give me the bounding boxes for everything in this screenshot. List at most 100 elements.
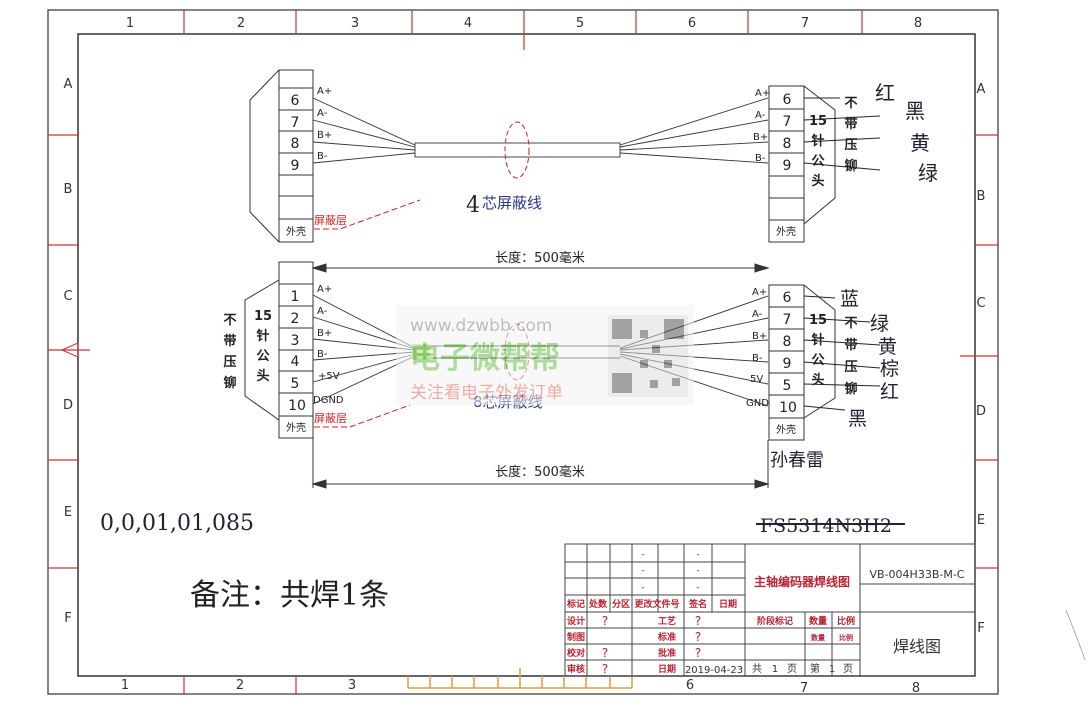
- drawing-text: 1: [121, 678, 129, 693]
- drawing-text: F: [977, 621, 984, 636]
- cable2-right-connector: [768, 284, 836, 441]
- drawing-text: -: [641, 566, 644, 576]
- drawing-text: ?: [695, 614, 701, 628]
- drawing-number: VB-004H33B-M-C: [870, 568, 965, 581]
- drawing-text: D: [63, 398, 73, 413]
- top-column-labels: 1 2 3 4 5 6 7 8: [126, 16, 922, 31]
- drawing-text: B: [64, 182, 73, 197]
- drawing-text: 针: [255, 328, 269, 344]
- drawing-text: www.dzwbb.com: [410, 316, 552, 336]
- drawing-text: 不: [844, 96, 857, 111]
- drawing-text: 分区: [612, 598, 630, 610]
- cable1-left-connector: [249, 69, 314, 243]
- bottom-column-labels: 1 2 3 6 7 8: [121, 678, 920, 696]
- drawing-text: E: [977, 513, 985, 528]
- drawing-text: ?: [602, 646, 608, 660]
- drawing-text: 处数: [588, 598, 608, 610]
- drawing-text: 6: [783, 290, 792, 306]
- drawing-text: 数量: [809, 615, 827, 627]
- drawing-text: A+: [752, 287, 767, 298]
- page-edge-line: [1065, 609, 1086, 661]
- cable1-length-dim: [311, 263, 770, 273]
- date-value: 2019-04-23: [685, 665, 743, 676]
- pin-number: 7: [783, 114, 792, 130]
- drawing-text: 关注看电子外发订单: [410, 383, 563, 403]
- drawing-text: 9: [783, 356, 792, 372]
- pin-number: 8: [783, 136, 792, 152]
- drawing-text: 压: [844, 360, 857, 375]
- drawing-text: 2: [236, 678, 244, 693]
- drawing-text: -: [641, 550, 644, 560]
- drawing-text: 压: [844, 138, 857, 153]
- wire-color: 黄: [878, 336, 897, 358]
- col-label: 6: [688, 16, 696, 31]
- drawing-text: 1: [291, 289, 300, 305]
- drawing-text: 不: [223, 313, 236, 328]
- shield-ellipse: [504, 121, 530, 179]
- wire-color: 红: [880, 381, 899, 403]
- drawing-text: 5V: [750, 374, 763, 385]
- length-label: 长度：500毫米: [495, 250, 585, 266]
- drawing-text: 压: [223, 355, 236, 370]
- drawing-text: A: [64, 77, 73, 92]
- drawing-text: A+: [317, 284, 332, 295]
- drawing-text: -: [696, 566, 699, 576]
- drawing-text: A: [977, 82, 986, 97]
- cable2-length-dim: [311, 438, 770, 489]
- drawing-text: B: [977, 189, 986, 204]
- drawing-text: ?: [602, 662, 608, 676]
- drawing-text: 公: [811, 154, 824, 169]
- col-label: 1: [126, 16, 134, 31]
- drawing-text: 页: [843, 663, 853, 675]
- drawing-text: 页: [787, 663, 797, 675]
- drawing-text: E: [64, 505, 72, 520]
- note: 备注：共焊1条: [190, 578, 389, 613]
- drawing-text: 长度：500毫米: [495, 464, 585, 480]
- drawing-text: 带: [844, 337, 857, 353]
- drawing-text: 第: [810, 662, 820, 675]
- drawing-text: 10: [779, 400, 797, 416]
- drawing-text: 日期: [658, 663, 676, 675]
- pin-number: 9: [291, 158, 300, 174]
- col-label: 2: [237, 16, 245, 31]
- handwritten-code: 0,0,01,01,085: [100, 511, 254, 536]
- drawing-text: A-: [755, 110, 766, 121]
- drawing-text: B+: [753, 132, 768, 143]
- drawing-text: ?: [602, 614, 608, 628]
- drawing-text: 批准: [658, 647, 676, 659]
- drawing-text: DGND: [313, 395, 344, 406]
- drawing-text: -: [696, 583, 699, 593]
- drawing-text: 工艺: [658, 615, 676, 627]
- drawing-text: 15: [809, 313, 827, 328]
- cable-count: 4: [466, 193, 480, 218]
- drawing-text: 制图: [567, 631, 585, 643]
- pin-number: 8: [291, 136, 300, 152]
- drawing-text: 设计: [567, 615, 585, 627]
- drawing-text: F: [64, 611, 71, 626]
- drawing-text: 1: [772, 664, 778, 675]
- drawing-text: 电子微帮帮: [410, 341, 560, 376]
- drawing-text: A-: [317, 306, 328, 317]
- wire-color: 绿: [870, 313, 889, 335]
- drawing-text: 4: [291, 354, 300, 370]
- drawing-text: C: [63, 289, 72, 304]
- drawing-text: A+: [755, 88, 770, 99]
- drawing-text: 外壳: [776, 423, 796, 436]
- wire-color: 棕: [880, 358, 899, 380]
- drawing-text: 公: [256, 349, 269, 364]
- col-label: 5: [576, 16, 584, 31]
- cable1-wires: [312, 97, 769, 164]
- cable1-right-connector: [768, 85, 836, 243]
- drawing-text: 阶段标记: [757, 615, 793, 627]
- drawing-text: A-: [752, 309, 763, 320]
- drawing-text: 不: [844, 316, 857, 331]
- drawing-text: 更改文件号: [634, 598, 679, 610]
- signal-label: B-: [317, 151, 328, 162]
- drawing-text: C: [976, 296, 985, 311]
- drawing-text: 数量: [811, 633, 825, 642]
- drawing-text: 校对: [567, 647, 585, 659]
- drawing-text: 7: [800, 681, 808, 696]
- drawing-text: 比例: [837, 615, 855, 627]
- drawing-text: B-: [752, 353, 763, 364]
